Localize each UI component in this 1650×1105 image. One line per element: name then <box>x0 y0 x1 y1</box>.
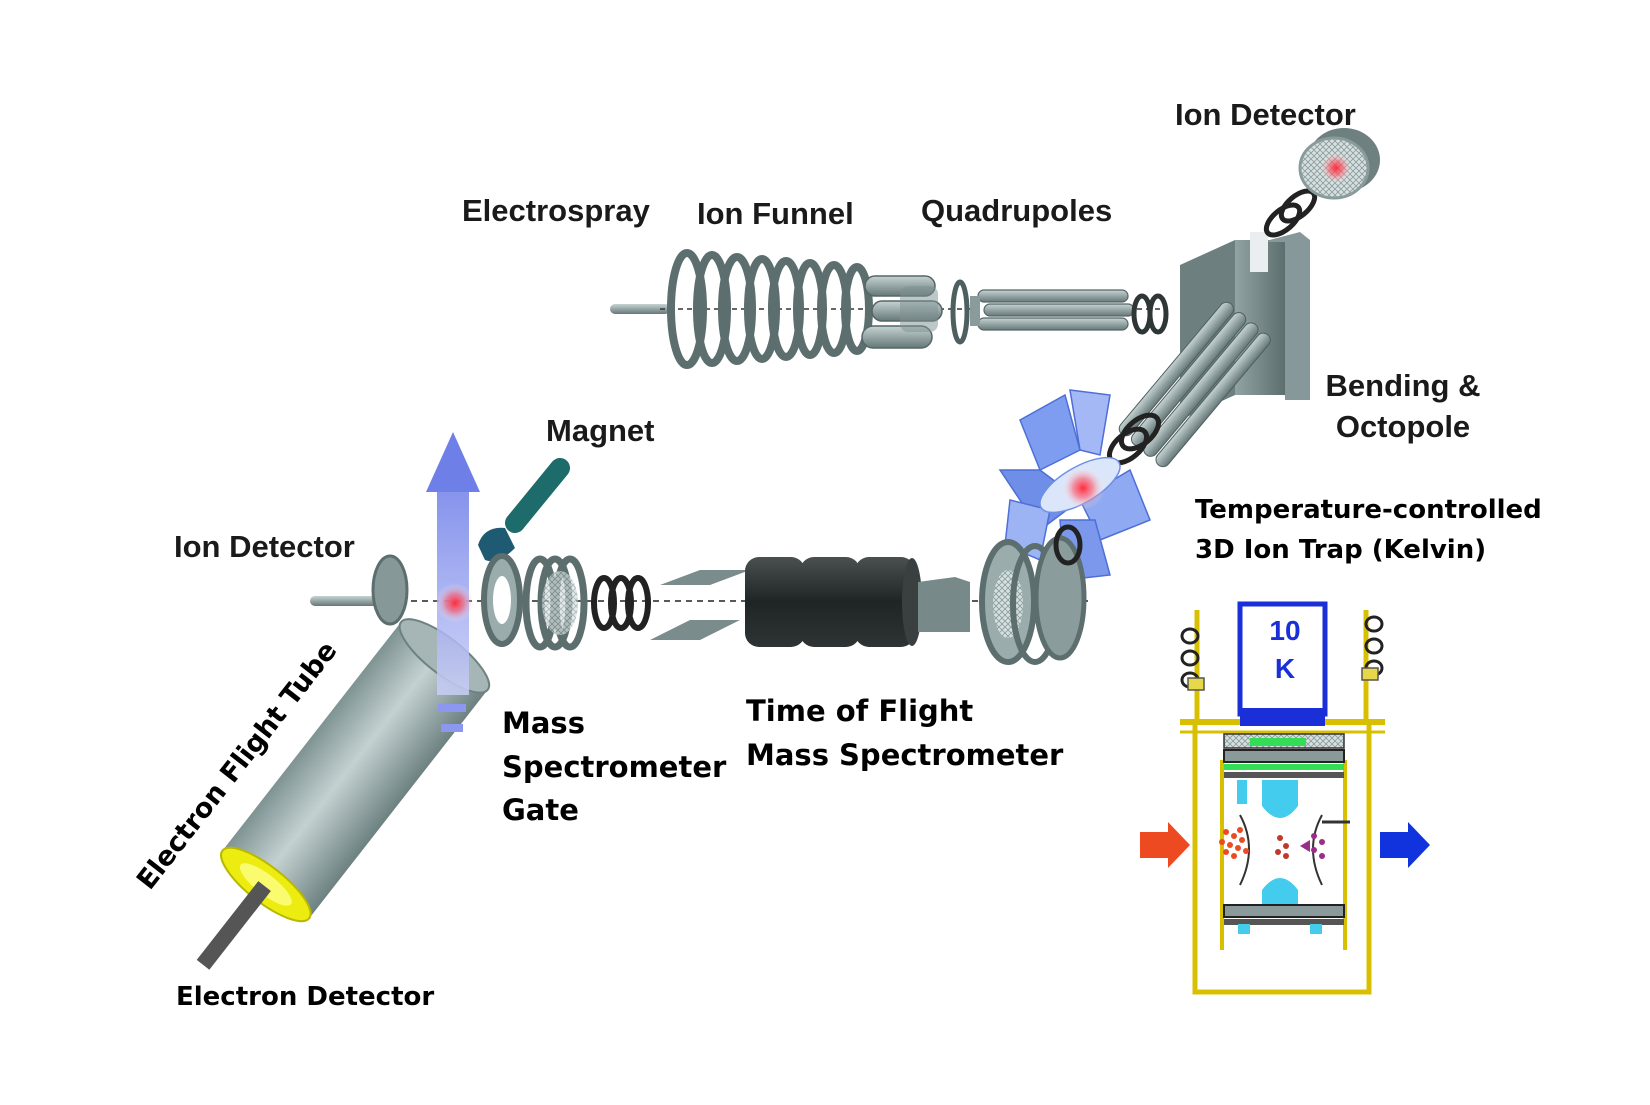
ion-cloud <box>1219 827 1325 859</box>
label-tof-line2: Mass Spectrometer <box>746 737 1064 772</box>
label-bending-octopole: Bending & Octopole <box>1318 368 1488 444</box>
deflector-plates <box>650 570 750 640</box>
label-time-of-flight: Time of Flight Mass Spectrometer <box>746 690 1063 777</box>
mass-spectrometer-gate <box>481 553 588 651</box>
label-tof-line1: Time of Flight <box>746 694 974 728</box>
label-ion-detector-left: Ion Detector <box>174 529 355 564</box>
ions-out-arrow <box>1380 822 1430 868</box>
label-trap-line1: Temperature-controlled <box>1195 495 1542 525</box>
bender-octopole <box>1106 232 1310 468</box>
label-mass-spectrometer-gate: Mass Spectrometer Gate <box>502 702 726 833</box>
aperture-ring <box>950 279 970 345</box>
label-electron-detector: Electron Detector <box>176 982 435 1012</box>
label-msg-line1: Mass <box>502 706 585 740</box>
label-ion-detector-top: Ion Detector <box>1175 97 1356 132</box>
label-trap-line2: 3D Ion Trap (Kelvin) <box>1195 535 1487 566</box>
electrospray-needle <box>610 304 670 314</box>
label-magnet: Magnet <box>546 413 655 448</box>
trap-entrance-rings <box>979 535 1087 665</box>
cryostat-temperature-unit: K <box>1274 653 1296 684</box>
label-ion-trap: Temperature-controlled 3D Ion Trap (Kelv… <box>1195 490 1542 571</box>
label-quadrupoles: Quadrupoles <box>921 193 1113 228</box>
top-beamline <box>610 249 1169 369</box>
label-bending-line1: Bending & <box>1325 368 1481 403</box>
label-ion-funnel: Ion Funnel <box>697 196 854 231</box>
long-quadrupole <box>970 289 1135 331</box>
einzel-lens-rings <box>591 575 651 631</box>
ion-trap-schematic <box>1140 601 1430 995</box>
ions-in-arrow <box>1140 822 1190 868</box>
cryostat-temperature-value: 10 <box>1269 615 1301 646</box>
ion-trap-3d <box>998 389 1151 581</box>
ion-detector-left <box>310 554 409 626</box>
bottom-beamline <box>196 432 1090 970</box>
laser-beam-arrow <box>426 432 480 732</box>
label-msg-line3: Gate <box>502 793 579 827</box>
transfer-block <box>918 577 970 632</box>
label-bending-line2: Octopole <box>1335 408 1471 444</box>
ion-funnel <box>667 249 873 369</box>
ion-detector-top <box>1263 128 1380 238</box>
trap-exit-ring <box>1053 524 1083 566</box>
lens-ring <box>1147 293 1169 335</box>
cryostat-head <box>1237 601 1328 717</box>
label-msg-line2: Spectrometer <box>502 749 727 784</box>
cryostat-temperature: 10 K <box>1240 612 1330 688</box>
label-electrospray: Electrospray <box>462 193 650 228</box>
magnet <box>478 458 570 562</box>
time-of-flight-tubes <box>745 557 922 647</box>
short-quadrupole <box>861 275 943 349</box>
